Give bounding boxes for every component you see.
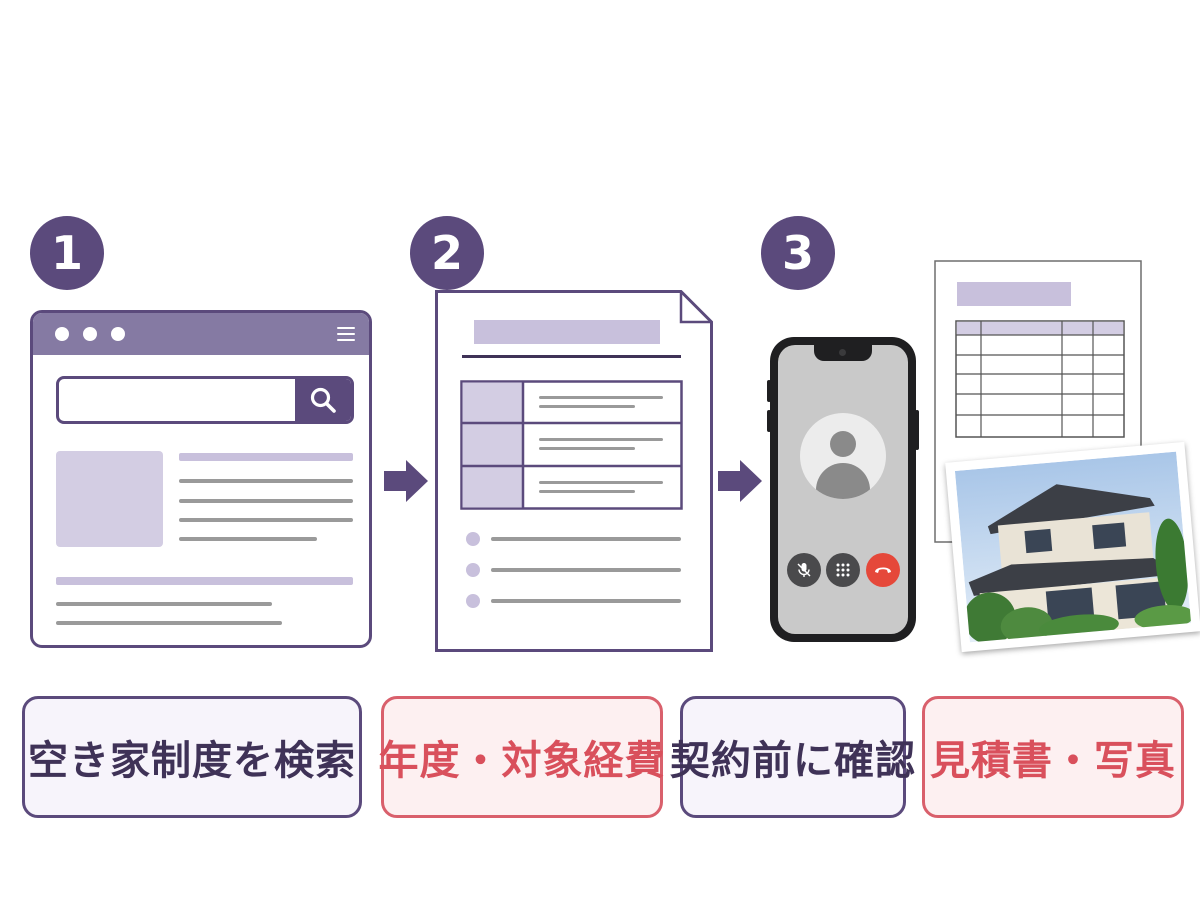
label-estimate-and-photos: 見積書・写真 bbox=[922, 696, 1184, 818]
document-icon bbox=[435, 290, 713, 652]
image-placeholder bbox=[56, 451, 163, 547]
house-photo-icon bbox=[945, 441, 1200, 653]
step-number-1: 1 bbox=[30, 216, 104, 290]
keypad-icon bbox=[826, 553, 860, 587]
label-search-vacant-house-program: 空き家制度を検索 bbox=[22, 696, 362, 818]
hang-up-icon bbox=[866, 553, 900, 587]
search-icon bbox=[295, 379, 351, 421]
step-number-3: 3 bbox=[761, 216, 835, 290]
phone-screen bbox=[778, 345, 908, 634]
caller-avatar-icon bbox=[800, 413, 886, 499]
mute-microphone-icon bbox=[787, 553, 821, 587]
arrow-right-icon bbox=[718, 460, 762, 502]
hamburger-menu-icon bbox=[337, 327, 355, 341]
search-bar bbox=[56, 376, 354, 424]
label-confirm-before-contract: 契約前に確認 bbox=[670, 696, 915, 818]
arrow-right-icon bbox=[384, 460, 428, 502]
browser-title-bar bbox=[33, 313, 369, 355]
label-fiscal-year-eligible-costs: 年度・対象経費 bbox=[379, 696, 665, 818]
browser-window-icon bbox=[30, 310, 372, 648]
step-number-2: 2 bbox=[410, 216, 484, 290]
phone-call-icon bbox=[770, 337, 916, 642]
